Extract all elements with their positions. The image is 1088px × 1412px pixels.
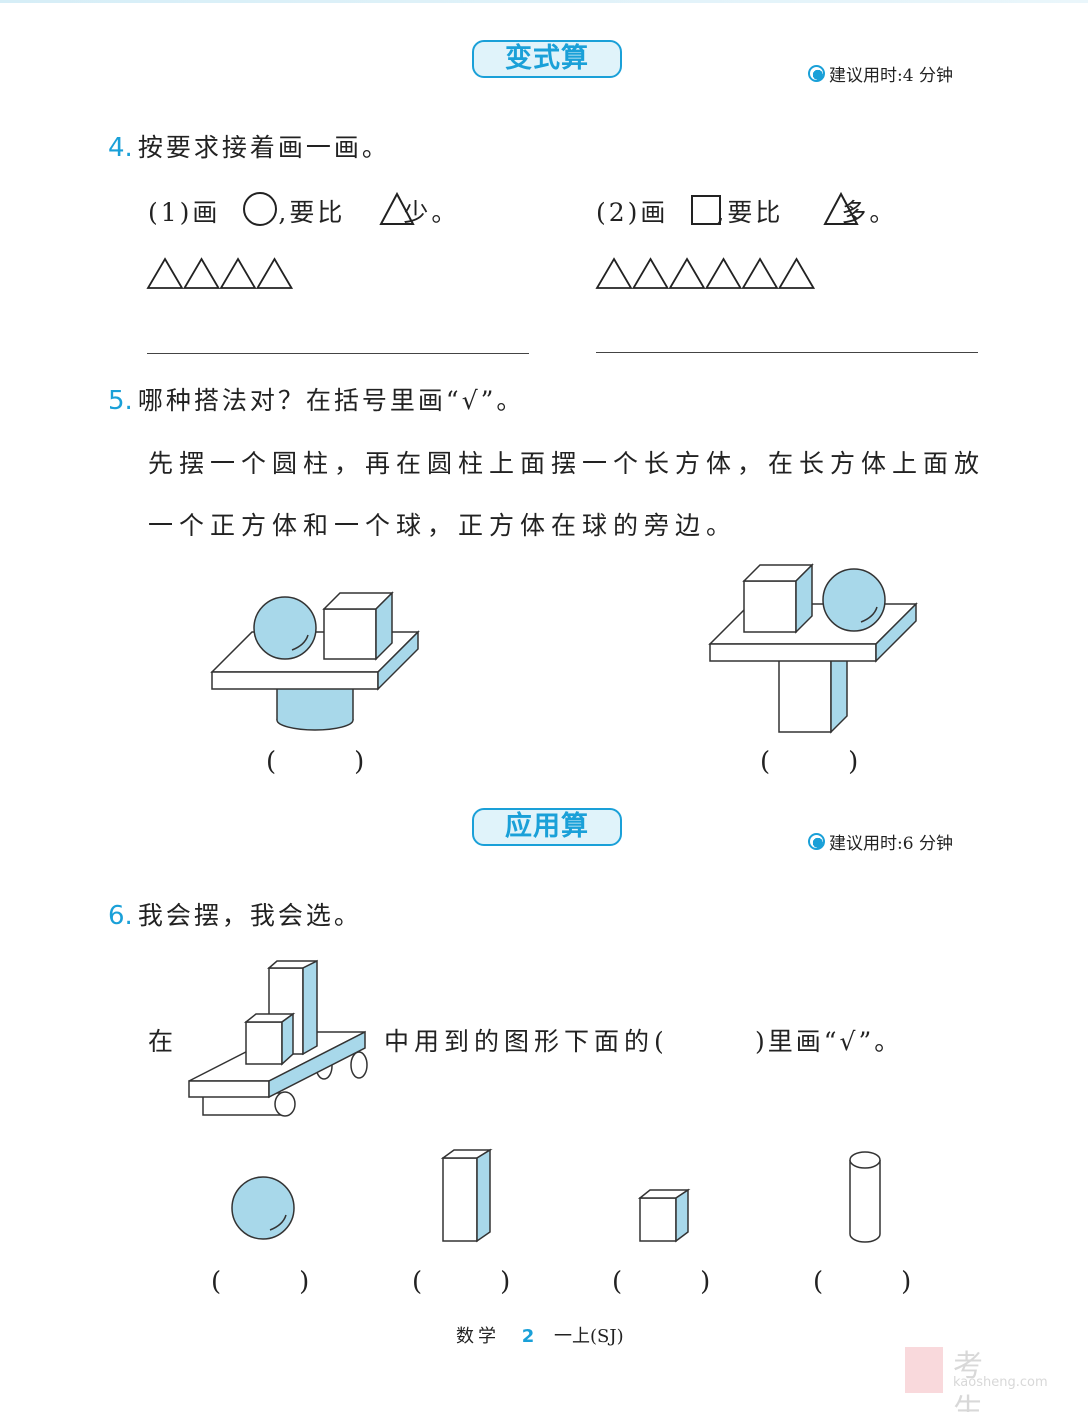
q6-text-post: )里画“√”。 [755, 1027, 903, 1056]
q5-description-line1: 先摆一个圆柱，再在圆柱上面摆一个长方体，在长方体上面放 [148, 449, 986, 478]
sphere-shape [231, 1176, 295, 1240]
clock-icon [808, 833, 825, 850]
triangle-icon [219, 257, 257, 289]
triangle-icon [595, 257, 633, 289]
answer-line-2[interactable] [596, 352, 978, 353]
suggested-time: 建议用时:4 分钟 [808, 61, 953, 86]
stack-option-b-figure [708, 563, 918, 734]
cuboid-shape [440, 1148, 493, 1243]
triangle-icon [777, 257, 816, 289]
watermark-mark [905, 1347, 943, 1393]
question-5-title: 5. 哪种搭法对？在括号里画“√”。 [108, 386, 525, 416]
question-6-title: 6. 我会摆，我会选。 [108, 901, 362, 931]
q4-part2: (2)画,要比多。 [596, 198, 898, 227]
triangle-icon [704, 257, 743, 289]
circle-icon [243, 192, 277, 226]
page-footer: 数学 2 一上(SJ) [456, 1326, 624, 1347]
q5-description-line2: 一个正方体和一个球，正方体在球的旁边。 [148, 511, 738, 540]
section-badge-application: 应用算 [472, 808, 622, 846]
triangle-icon [631, 257, 670, 289]
vehicle-build-figure [188, 959, 368, 1117]
q6-text-pre: 在 [148, 1027, 177, 1056]
question-4-title: 4. 按要求接着画一画。 [108, 133, 390, 163]
q6-text-mid: 中用到的图形下面的( [384, 1027, 669, 1056]
answer-paren-b[interactable]: () [760, 747, 859, 777]
answer-paren-cube[interactable]: () [612, 1267, 711, 1297]
cube-shape [637, 1188, 691, 1243]
answer-paren-sphere[interactable]: () [211, 1267, 310, 1297]
triangle-icon [823, 191, 859, 225]
section-badge-variant: 变式算 [472, 40, 622, 78]
square-icon [691, 195, 721, 225]
page-number: 2 [521, 1326, 535, 1347]
triangle-icon [741, 257, 779, 289]
triangle-icon [182, 257, 221, 289]
triangle-icon [146, 257, 184, 289]
triangle-icon [668, 257, 706, 289]
answer-line-1[interactable] [147, 353, 529, 354]
stack-option-a-figure [210, 591, 420, 731]
cylinder-shape [849, 1151, 881, 1243]
answer-paren-cylinder[interactable]: () [813, 1267, 912, 1297]
triangle-row-2 [595, 257, 816, 289]
triangle-row-1 [146, 257, 294, 289]
answer-paren-a[interactable]: () [266, 747, 365, 777]
answer-paren-cuboid[interactable]: () [412, 1267, 511, 1297]
top-border [0, 0, 1088, 3]
clock-icon [808, 65, 825, 82]
q4-part1: (1)画,要比少。 [148, 198, 460, 227]
suggested-time: 建议用时:6 分钟 [808, 829, 953, 854]
triangle-icon [379, 191, 415, 225]
triangle-icon [255, 257, 294, 289]
